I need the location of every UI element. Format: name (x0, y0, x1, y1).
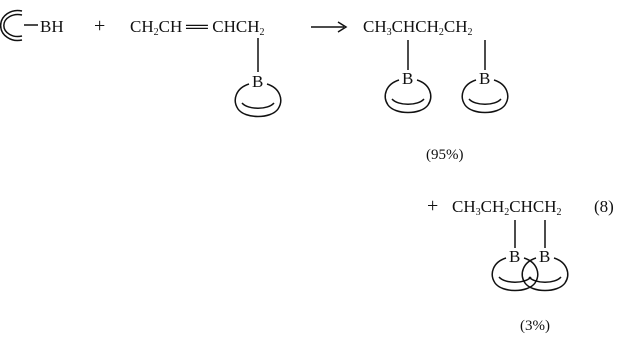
reagent-bh: BH (40, 17, 64, 36)
major-yield: (95%) (426, 147, 464, 163)
reaction-arrow-head (337, 21, 348, 33)
major-bbn-ring-1-icon (384, 79, 432, 114)
minor-boron-label-1: B (509, 247, 521, 266)
major-product-formula: CH3CHCH2CH2 (363, 17, 473, 38)
major-bbn-ring-2-icon (461, 79, 509, 114)
bbn-reagent-ring-icon (0, 9, 38, 42)
equation-number: (8) (594, 197, 614, 216)
plus-sign-1: + (94, 15, 106, 37)
reactant-boron-label: B (252, 72, 264, 91)
major-boron-label-2: B (479, 69, 491, 88)
plus-sign-2: + (427, 195, 439, 217)
minor-bbn-ring-2-icon (521, 257, 569, 292)
minor-product-formula: CH3CH2CHCH2 (452, 197, 562, 218)
minor-bbn-ring-1-icon (491, 257, 539, 292)
reactant-bbn-ring-icon (234, 83, 282, 118)
major-boron-label-1: B (402, 69, 414, 88)
minor-boron-label-2: B (539, 247, 551, 266)
minor-yield: (3%) (520, 318, 550, 334)
reactant-formula: CH2CH═CHCH2 (130, 17, 265, 38)
